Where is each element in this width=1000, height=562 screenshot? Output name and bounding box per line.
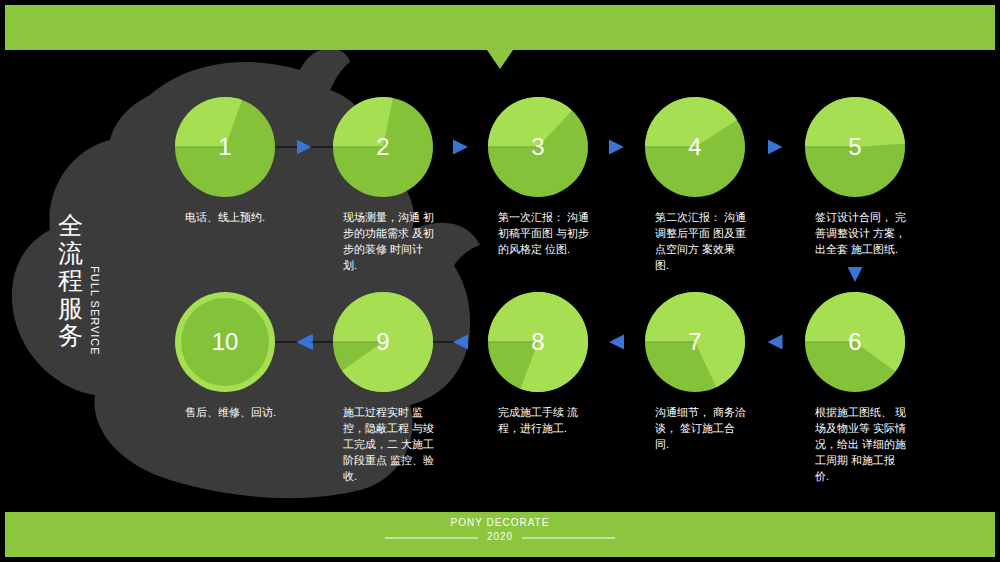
step-node: 10 售后、维修、回访. <box>175 292 275 420</box>
step-description: 根据施工图纸、 现场及物业等 实际情况，给出 详细的施工周期 和施工报价. <box>815 404 907 484</box>
step-node: 1 电话、线上预约. <box>175 97 275 225</box>
step-number: 10 <box>175 292 275 392</box>
step-circle: 6 <box>805 292 905 392</box>
step-circle: 2 <box>333 97 433 197</box>
top-notch <box>487 50 513 69</box>
step-description: 第一次汇报： 沟通初稿平面图 与初步的风格定 位图. <box>498 209 590 257</box>
flow-arrow <box>588 147 645 148</box>
step-number: 1 <box>175 97 275 197</box>
step-circle: 8 <box>488 292 588 392</box>
flow-arrow <box>433 342 488 343</box>
step-number: 4 <box>645 97 745 197</box>
step-node: 3 第一次汇报： 沟通初稿平面图 与初步的风格定 位图. <box>488 97 588 257</box>
flow-arrow <box>745 147 805 148</box>
top-bar <box>5 5 995 50</box>
step-number: 5 <box>805 97 905 197</box>
step-node: 2 现场测量，沟通 初步的功能需求 及初步的装修 时间计划. <box>333 97 433 273</box>
step-circle: 3 <box>488 97 588 197</box>
step-node: 9 施工过程实时 监控，隐蔽工程 与竣工完成，二 大施工阶段重点 监控、验收. <box>333 292 433 484</box>
step-circle: 5 <box>805 97 905 197</box>
flow-arrow <box>588 342 645 343</box>
step-number: 3 <box>488 97 588 197</box>
step-number: 2 <box>333 97 433 197</box>
flow-arrow <box>855 257 856 292</box>
step-number: 8 <box>488 292 588 392</box>
step-number: 7 <box>645 292 745 392</box>
step-description: 第二次汇报： 沟通调整后平面 图及重点空间方 案效果图. <box>655 209 747 273</box>
step-description: 完成施工手续 流程，进行施工. <box>498 404 590 436</box>
step-circle: 10 <box>175 292 275 392</box>
step-circle: 7 <box>645 292 745 392</box>
flow-arrow <box>433 147 488 148</box>
rule-line <box>522 538 615 539</box>
step-description: 售后、维修、回访. <box>185 404 277 420</box>
title: 全流程服务 <box>58 212 83 350</box>
flow-arrow <box>745 342 805 343</box>
flow-arrow <box>275 147 333 148</box>
mascot-watermark <box>12 48 480 498</box>
step-circle: 4 <box>645 97 745 197</box>
rule-line <box>385 538 478 539</box>
step-number: 6 <box>805 292 905 392</box>
step-node: 5 签订设计合同， 完善调整设计 方案，出全套 施工图纸. <box>805 97 905 257</box>
step-node: 8 完成施工手续 流程，进行施工. <box>488 292 588 436</box>
flow-arrow <box>275 342 333 343</box>
step-description: 电话、线上预约. <box>185 209 277 225</box>
subtitle: FULL SERVICE <box>89 266 101 356</box>
brand: PONY DECORATE <box>451 517 550 528</box>
step-number: 9 <box>333 292 433 392</box>
step-description: 施工过程实时 监控，隐蔽工程 与竣工完成，二 大施工阶段重点 监控、验收. <box>343 404 435 484</box>
step-description: 现场测量，沟通 初步的功能需求 及初步的装修 时间计划. <box>343 209 435 273</box>
step-node: 6 根据施工图纸、 现场及物业等 实际情况，给出 详细的施工周期 和施工报价. <box>805 292 905 484</box>
step-node: 4 第二次汇报： 沟通调整后平面 图及重点空间方 案效果图. <box>645 97 745 273</box>
bottom-bar <box>5 512 995 557</box>
step-description: 签订设计合同， 完善调整设计 方案，出全套 施工图纸. <box>815 209 907 257</box>
year: 2020 <box>487 531 513 542</box>
step-description: 沟通细节， 商务洽谈， 签订施工合同. <box>655 404 747 452</box>
step-circle: 9 <box>333 292 433 392</box>
step-node: 7 沟通细节， 商务洽谈， 签订施工合同. <box>645 292 745 452</box>
step-circle: 1 <box>175 97 275 197</box>
